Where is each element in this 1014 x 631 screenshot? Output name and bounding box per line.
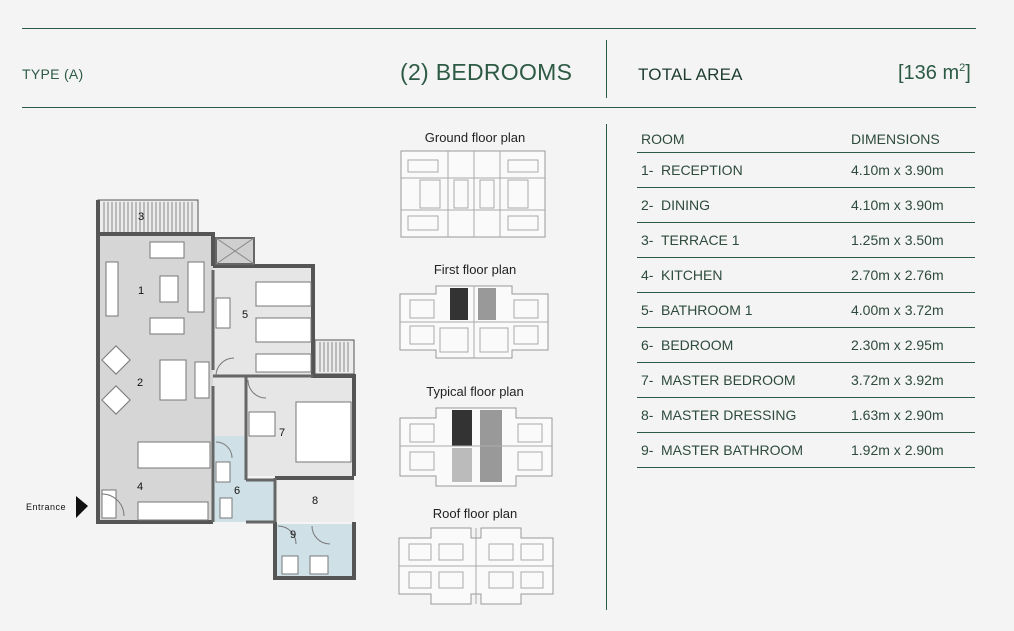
typical-floor-thumbnail	[399, 407, 553, 487]
header-divider	[606, 40, 607, 98]
room-number-3: 3	[138, 211, 144, 223]
bedrooms-label: (2) BEDROOMS	[400, 59, 573, 85]
body-divider	[606, 124, 607, 610]
entrance-label: Entrance	[26, 502, 67, 512]
row-room-name: MASTER BEDROOM	[655, 362, 851, 398]
room-number-5: 5	[242, 309, 248, 321]
header-bottom-rule	[22, 107, 976, 108]
top-rule	[22, 28, 976, 29]
room-number-9: 9	[290, 529, 296, 541]
table-header-row: ROOM DIMENSIONS	[637, 126, 975, 153]
thumb-title-ground: Ground floor plan	[424, 130, 526, 145]
row-dimensions: 4.10m x 3.90m	[851, 152, 975, 188]
row-number: 8-	[637, 397, 655, 433]
roof-floor-thumbnail	[398, 527, 554, 605]
row-number: 6-	[637, 327, 655, 363]
entrance-arrow-icon	[76, 496, 88, 518]
row-dimensions: 4.00m x 3.72m	[851, 292, 975, 328]
col-header-room: ROOM	[637, 126, 851, 153]
row-number: 2-	[637, 187, 655, 223]
row-number: 1-	[637, 152, 655, 188]
row-number: 3-	[637, 222, 655, 258]
row-dimensions: 4.10m x 3.90m	[851, 187, 975, 223]
col-header-dimensions: DIMENSIONS	[851, 126, 975, 153]
thumb-title-typical: Typical floor plan	[426, 384, 524, 399]
row-room-name: RECEPTION	[655, 152, 851, 188]
row-dimensions: 2.70m x 2.76m	[851, 257, 975, 293]
row-dimensions: 1.25m x 3.50m	[851, 222, 975, 258]
row-room-name: BATHROOM 1	[655, 292, 851, 328]
row-room-name: BEDROOM	[655, 327, 851, 363]
row-room-name: MASTER DRESSING	[655, 397, 851, 433]
row-number: 5-	[637, 292, 655, 328]
unit-type-label: TYPE (A)	[22, 66, 84, 82]
row-room-name: KITCHEN	[655, 257, 851, 293]
row-room-name: DINING	[655, 187, 851, 223]
room-number-4: 4	[137, 481, 143, 493]
row-dimensions: 1.92m x 2.90m	[851, 432, 975, 468]
room-number-1: 1	[138, 285, 144, 297]
row-dimensions: 1.63m x 2.90m	[851, 397, 975, 433]
first-floor-thumbnail	[399, 285, 549, 359]
room-number-2: 2	[137, 377, 143, 389]
room-number-6: 6	[234, 485, 240, 497]
row-number: 7-	[637, 362, 655, 398]
row-number: 4-	[637, 257, 655, 293]
row-room-name: MASTER BATHROOM	[655, 432, 851, 468]
room-number-7: 7	[279, 427, 285, 439]
row-dimensions: 3.72m x 3.92m	[851, 362, 975, 398]
thumb-title-roof: Roof floor plan	[432, 506, 518, 521]
row-dimensions: 2.30m x 2.95m	[851, 327, 975, 363]
row-number: 9-	[637, 432, 655, 468]
row-room-name: TERRACE 1	[655, 222, 851, 258]
apartment-floor-plan: 3 1 5 2 7 4 6 8 9	[76, 199, 356, 580]
total-area-value: [136 m2]	[898, 62, 971, 84]
ground-floor-thumbnail	[400, 150, 546, 238]
room-number-8: 8	[312, 495, 318, 507]
thumb-title-first: First floor plan	[433, 262, 517, 277]
total-area-label: TOTAL AREA	[638, 65, 743, 84]
